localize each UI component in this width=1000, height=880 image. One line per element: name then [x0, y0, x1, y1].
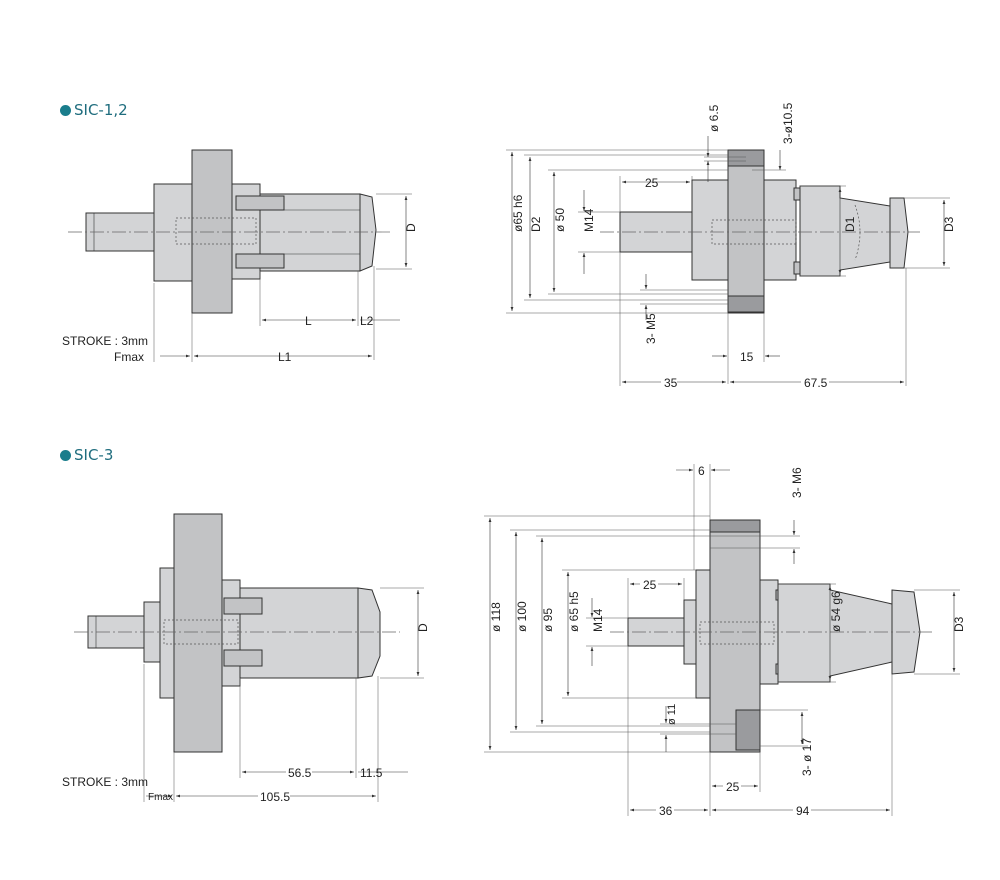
- dim-6: 6: [698, 464, 705, 478]
- section-title-sic12: SIC-1,2: [60, 101, 128, 119]
- dim-105-5: 105.5: [260, 790, 290, 804]
- dim-3-phi17: 3- ø 17: [800, 738, 814, 776]
- fmax-label: Fmax: [148, 792, 173, 803]
- dim-phi54g6: ø 54 g6: [829, 591, 843, 632]
- flange: [173, 513, 223, 753]
- dim-D: D: [416, 623, 430, 632]
- stroke-label: STROKE : 3mm: [62, 334, 148, 348]
- tip: [889, 197, 909, 269]
- hub: [153, 183, 193, 282]
- stroke-label: STROKE : 3mm: [62, 775, 148, 789]
- dim-L1: L1: [278, 350, 292, 364]
- sic3-front-view: 6 3- M6 ø 118 ø 100 ø 95 ø 65 h5 M14: [484, 464, 966, 818]
- dim-D3: D3: [942, 216, 956, 232]
- dim-25: 25: [645, 176, 659, 190]
- dim-3-M5: 3- M5: [644, 313, 658, 344]
- tip: [357, 587, 381, 679]
- dim-phi95: ø 95: [541, 608, 555, 632]
- slide-lower: [235, 253, 285, 269]
- collar: [763, 179, 797, 281]
- bullet-dot-icon: [60, 450, 71, 461]
- dim-35: 35: [664, 376, 678, 390]
- bullet-dot-icon: [60, 105, 71, 116]
- dim-3phi10-5: 3-ø10.5: [781, 102, 795, 144]
- dim-phi65h5: ø 65 h5: [567, 591, 581, 632]
- slide-upper: [235, 195, 285, 211]
- collar: [221, 579, 241, 687]
- dim-11-5: 11.5: [360, 766, 383, 780]
- hub: [695, 569, 711, 699]
- dim-3-M6: 3- M6: [790, 467, 804, 498]
- dim-D1: D1: [843, 216, 857, 232]
- section-title-sic3: SIC-3: [60, 446, 113, 464]
- dim-phi65h6: ø65 h6: [511, 194, 525, 232]
- sic3-side-view: D 56.5 11.5 105.5 STROKE : 3mm Fmax: [62, 513, 430, 804]
- flange: [727, 149, 765, 314]
- dim-56-5: 56.5: [288, 766, 312, 780]
- dim-D2: D2: [529, 216, 543, 232]
- sic12-side-view: D L L2 L1 STROKE : 3mm Fmax: [62, 149, 418, 364]
- dim-25: 25: [643, 578, 657, 592]
- dim-phi6-5: ø 6.5: [707, 104, 721, 132]
- dim-M14: M14: [582, 208, 596, 232]
- dim-phi118: ø 118: [489, 602, 503, 632]
- hub: [159, 567, 175, 699]
- tip: [359, 193, 377, 272]
- dim-94: 94: [796, 804, 810, 818]
- dim-L2: L2: [360, 314, 374, 328]
- fmax-label: Fmax: [114, 350, 144, 364]
- dim-phi11: ø 11: [666, 704, 678, 725]
- dim-D: D: [404, 223, 418, 232]
- dim-phi50: ø 50: [553, 208, 567, 232]
- dim-M14: M14: [591, 608, 605, 632]
- dim-phi100: ø 100: [515, 601, 529, 632]
- dim-67-5: 67.5: [804, 376, 828, 390]
- hub: [691, 179, 729, 281]
- dim-D3: D3: [952, 616, 966, 632]
- dim-36: 36: [659, 804, 673, 818]
- sic12-front-view: ø65 h6 D2 ø 50 M14 25 ø 6.5 3-ø10.5: [506, 102, 956, 390]
- dim-25b: 25: [726, 780, 740, 794]
- dim-15: 15: [740, 350, 754, 364]
- flange: [191, 149, 233, 314]
- dim-L: L: [305, 314, 312, 328]
